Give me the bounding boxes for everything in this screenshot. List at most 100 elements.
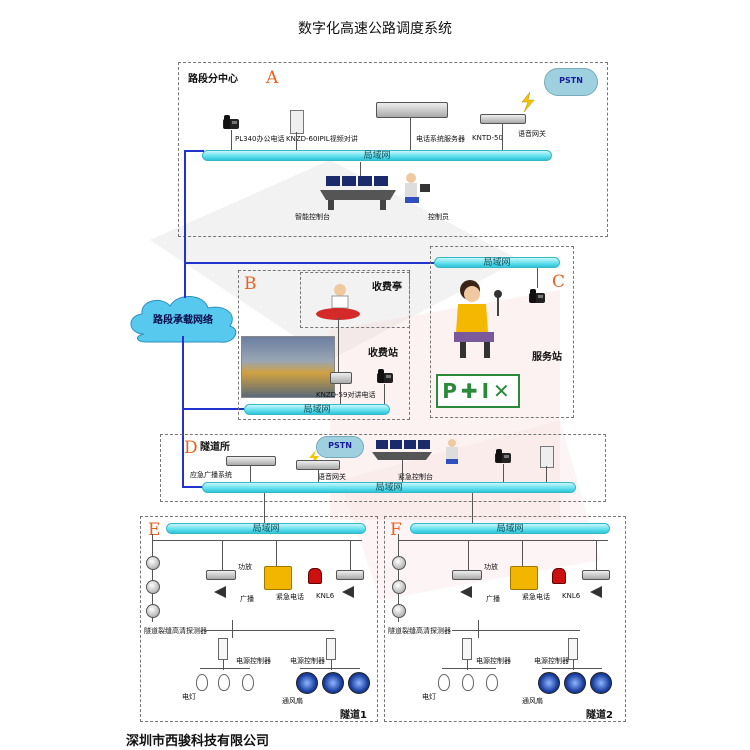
lamp-label: 电灯 <box>182 693 196 701</box>
wire <box>596 540 597 570</box>
broadcast-system-icon <box>226 456 276 466</box>
trunk-line <box>184 150 186 298</box>
wire <box>573 660 574 670</box>
company-name: 深圳市西骏科技有限公司 <box>126 734 270 749</box>
detector-label: 隧道裂缝高清探测器 <box>144 627 207 635</box>
phone-server-label: 电话系统服务器 <box>416 135 465 143</box>
toll-station-photo <box>241 336 335 398</box>
power-controller-icon <box>326 638 336 660</box>
power-controller-label: 电源控制器 <box>236 657 271 665</box>
lan-bar-b: 局域网 <box>244 404 390 415</box>
desk-phone-icon <box>377 369 393 383</box>
lamp-label: 电灯 <box>422 693 436 701</box>
wire <box>338 318 339 372</box>
wire <box>264 493 265 523</box>
broadcast-label: 广播 <box>240 595 254 603</box>
trunk-line <box>182 408 244 410</box>
service-sign-icon: P✚Ⅰ✕ <box>436 374 520 408</box>
cloud-label: 路段承载网络 <box>153 315 213 326</box>
booth-operator-icon <box>316 284 360 320</box>
wire <box>318 470 319 482</box>
ventilation-fan-icon <box>348 672 370 694</box>
operator-person-icon <box>446 439 458 464</box>
wire <box>331 660 332 670</box>
wire <box>398 534 399 622</box>
amplifier-label: 功放 <box>238 563 252 571</box>
power-controller-label: 电源控制器 <box>476 657 511 665</box>
wire <box>410 118 411 152</box>
wire <box>152 540 362 541</box>
wire <box>276 540 277 566</box>
lamp-icon <box>462 674 474 691</box>
wire <box>522 540 523 566</box>
knl6-label: KNL6 <box>316 592 335 600</box>
wire <box>360 162 361 178</box>
wire <box>296 132 297 152</box>
power-controller-label: 电源控制器 <box>534 657 569 665</box>
kntd-icon <box>480 114 526 124</box>
camera-detector-icon <box>146 556 160 570</box>
wire <box>340 384 341 404</box>
wire <box>452 630 580 631</box>
camera-detector-icon <box>146 580 160 594</box>
wire <box>232 620 233 638</box>
fan-label: 通风扇 <box>522 697 543 705</box>
service-agent-icon <box>454 280 502 358</box>
lan-bar-e: 局域网 <box>166 523 366 534</box>
emergency-console-label: 紧急控制台 <box>398 473 433 481</box>
section-e-box <box>140 516 378 722</box>
service-station-label: 服务站 <box>532 352 562 363</box>
trunk-line <box>182 486 202 488</box>
fan-label: 通风扇 <box>282 697 303 705</box>
camera-detector-icon <box>392 580 406 594</box>
diagram-title: 数字化高速公路调度系统 <box>298 21 452 37</box>
section-c-box <box>430 246 574 418</box>
lamp-icon <box>196 674 208 691</box>
trunk-line <box>182 336 184 488</box>
wire <box>200 668 250 669</box>
ventilation-fan-icon <box>564 672 586 694</box>
phone-server-icon <box>376 102 448 118</box>
trunk-line <box>184 262 434 264</box>
kntd-label: KNTD-50 <box>472 134 503 142</box>
amplifier-label: 功放 <box>484 563 498 571</box>
speaker-horn-icon <box>590 586 602 598</box>
smart-console-label: 智能控制台 <box>295 213 330 221</box>
emergency-console-icon <box>372 440 432 460</box>
lan-bar-f: 局域网 <box>410 523 610 534</box>
alarm-light-icon <box>552 568 566 584</box>
wire <box>503 464 504 482</box>
lamp-icon <box>242 674 254 691</box>
amplifier-icon <box>582 570 610 580</box>
lamp-icon <box>218 674 230 691</box>
voice-gateway-icon-d <box>296 460 340 470</box>
wire <box>546 466 547 482</box>
broadcast-system-label: 应急广播系统 <box>190 471 232 479</box>
speaker-horn-icon <box>214 586 226 598</box>
section-d-box <box>160 434 606 502</box>
wire <box>152 534 153 622</box>
controller-label: 控制员 <box>428 213 449 221</box>
knl6-label: KNL6 <box>562 592 581 600</box>
lan-bar-c: 局域网 <box>434 257 560 268</box>
power-controller-icon <box>462 638 472 660</box>
station-label: 收费站 <box>368 348 398 359</box>
emergency-phone-icon <box>510 566 538 590</box>
wire <box>542 668 602 669</box>
desk-phone-icon <box>495 449 511 463</box>
ventilation-fan-icon <box>322 672 344 694</box>
lightning-icon <box>521 92 535 112</box>
wire <box>402 460 403 482</box>
wire <box>398 540 608 541</box>
wire <box>472 493 473 523</box>
pstn-cloud-a: PSTN <box>544 68 598 96</box>
section-b-booth-box <box>300 272 410 328</box>
amplifier-icon <box>452 570 482 580</box>
camera-detector-icon <box>392 604 406 618</box>
lan-bar-d: 局域网 <box>202 482 576 493</box>
broadcast-label: 广播 <box>486 595 500 603</box>
wire <box>222 540 223 570</box>
section-a-name: 路段分中心 <box>188 74 238 85</box>
camera-detector-icon <box>392 556 406 570</box>
booth-label: 收费亭 <box>372 282 402 293</box>
